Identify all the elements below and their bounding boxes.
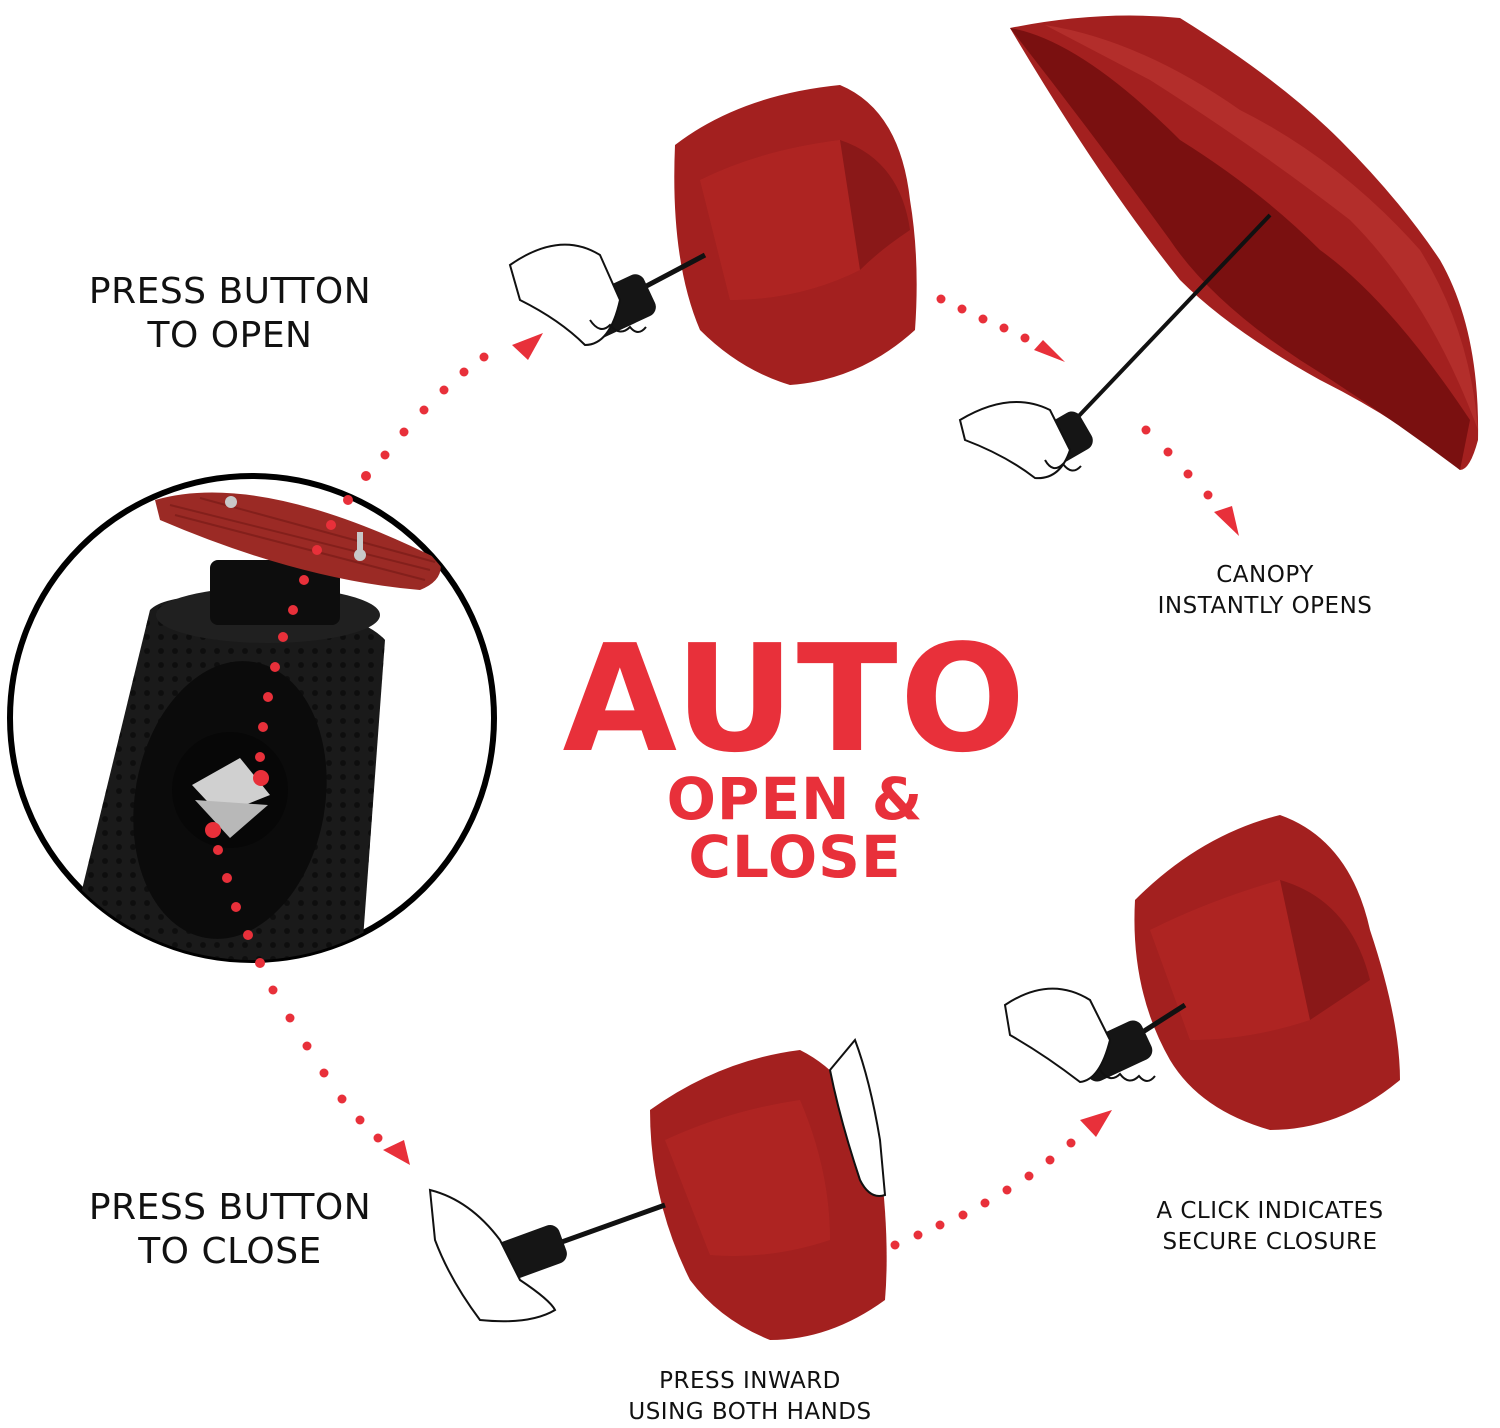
press-inward-line2: USING BOTH HANDS: [628, 1399, 872, 1426]
press-open-line1: PRESS BUTTON: [88, 271, 372, 312]
press-close-label: PRESS BUTTON TO CLOSE: [60, 1186, 400, 1274]
press-open-label: PRESS BUTTON TO OPEN: [60, 270, 400, 358]
folded-umbrella-open-step-icon: [508, 85, 917, 385]
arrow-to-canopy-opens-icon: [936, 294, 1065, 362]
click-closure-line2: SECURE CLOSURE: [1162, 1229, 1378, 1256]
arrow-to-press-open-icon: [380, 333, 543, 460]
open-umbrella-icon: [958, 15, 1479, 480]
click-closure-line1: A CLICK INDICATES: [1156, 1198, 1384, 1224]
canopy-opens-label: CANOPY INSTANTLY OPENS: [1120, 560, 1410, 622]
handle-closeup-icon: [7, 471, 497, 968]
canopy-opens-line2: INSTANTLY OPENS: [1157, 593, 1373, 620]
press-inward-label: PRESS INWARD USING BOTH HANDS: [600, 1366, 900, 1428]
press-close-line2: TO CLOSE: [138, 1230, 322, 1272]
press-close-line1: PRESS BUTTON: [88, 1187, 372, 1228]
press-open-line2: TO OPEN: [147, 314, 313, 356]
headline-open-close: OPEN & CLOSE: [666, 765, 924, 891]
press-inward-line1: PRESS INWARD: [659, 1368, 841, 1394]
closing-umbrella-icon: [428, 1038, 887, 1340]
headline-auto: AUTO: [562, 613, 1028, 785]
arrow-to-press-close-icon: [268, 985, 410, 1165]
click-closure-label: A CLICK INDICATES SECURE CLOSURE: [1120, 1196, 1420, 1258]
arrow-to-secure-closure-icon: [890, 1110, 1112, 1250]
arrow-down-canopy-icon: [1141, 425, 1239, 536]
closed-umbrella-icon: [1003, 815, 1400, 1130]
canopy-opens-line1: CANOPY: [1216, 562, 1314, 588]
